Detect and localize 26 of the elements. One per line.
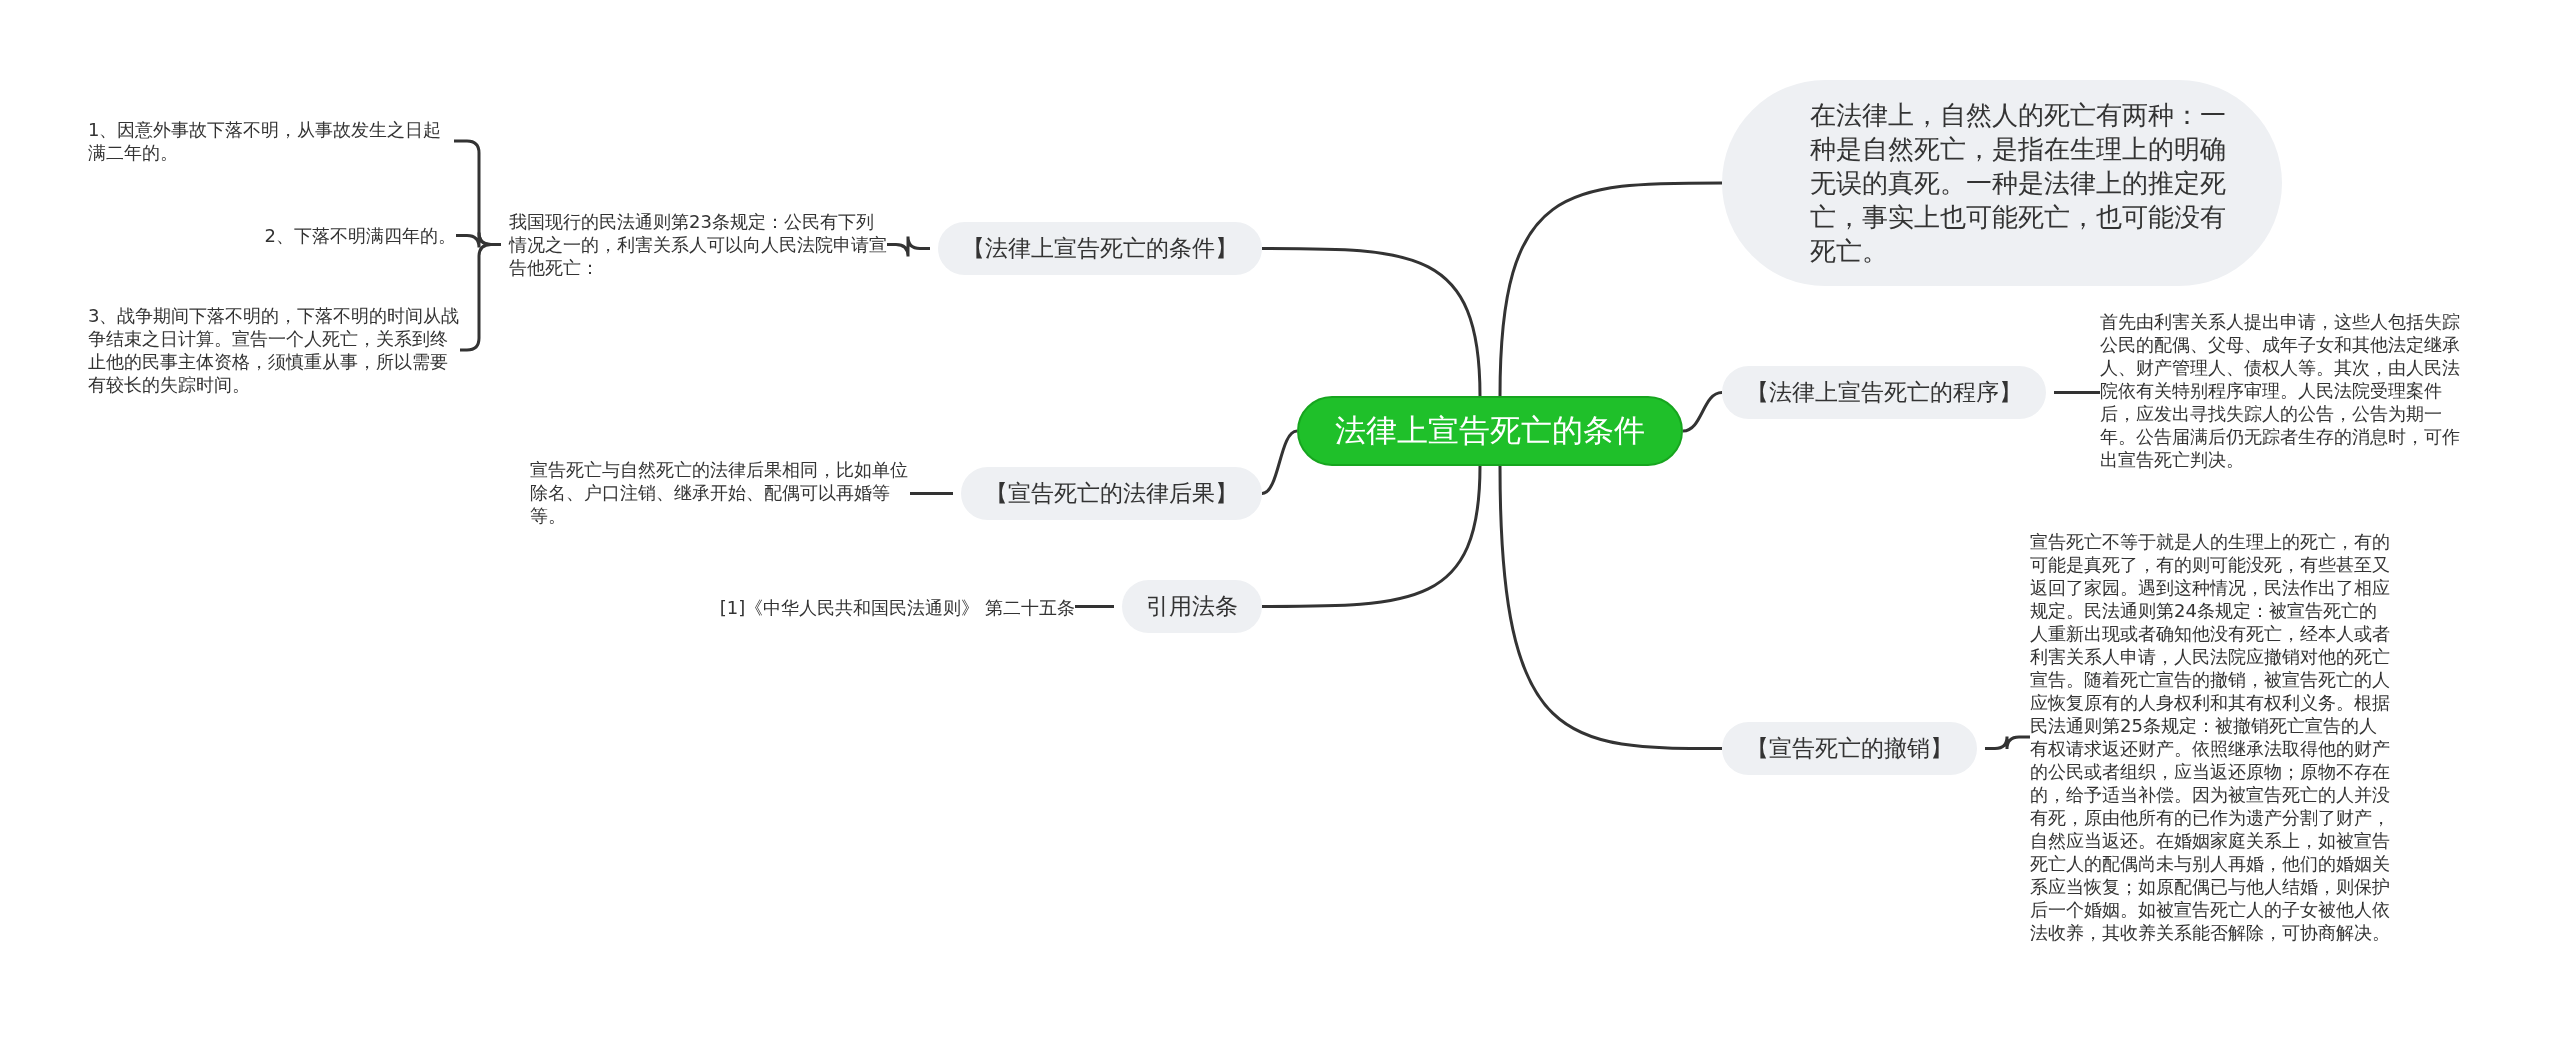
central-topic: 法律上宣告死亡的条件 (1297, 396, 1683, 466)
branch-pill: 【法律上宣告死亡的程序】 (1722, 366, 2046, 419)
branch-pill: 【法律上宣告死亡的条件】 (938, 222, 1262, 275)
note-text: [1]《中华人民共和国民法通则》 第二十五条 (719, 596, 1075, 619)
topic-bubble: 在法律上，自然人的死亡有两种：一种是自然死亡，是指在生理上的明确无误的真死。一种是法律上的推定死亡，事实上也可能死亡，也可能没有死亡。 (1722, 80, 2282, 286)
connector-line (1682, 391, 1723, 433)
connector-line (2054, 391, 2100, 394)
note-text: 首先由利害关系人提出申请，这些人包括失踪公民的配偶、父母、成年子女和其他法定继承人、财产管理人、债权人等。其次，由人民法院依有关特别程序审理。人民法院受理案件后，应发出寻找失踪人的公告，公告为期一年。公告届满后仍无踪者生存的消息时，可作出宣告死亡判决。 (2100, 310, 2472, 471)
connector-line (910, 492, 953, 495)
note-text: 宣告死亡不等于就是人的生理上的死亡，有的可能是真死了，有的则可能没死，有些甚至又返回了家园。遇到这种情况，民法作出了相应规定。民法通则第24条规定：被宣告死亡的人重新出现或者确知他没有死亡，经本人或者利害关系人申请，人民法院应撤销对他的死亡宣告。随着死亡宣告的撤销，被宣告死亡的人应恢复原有的人身权利和其有权利义务。根据民法通则第25条规定：被撤销死亡宣告的人有权请求返还财产。依照继承法取得他的财产的公民或者组织，应当返还原物；原物不存在的，给予适当补偿。因为被宣告死亡的人并没有死，原由他所有的已作为遗产分割了财产，自然应当返还。在婚姻家庭关系上，如被宣告死亡人的配偶尚未与别人再婚，他们的婚姻关系应当恢复；如原配偶已与他人结婚，则保护后一个婚姻。如被宣告死亡人的子女被他人依法收养，其收养关系能否解除，可协商解决。 (2030, 530, 2394, 944)
connector-line (1261, 429, 1298, 495)
note-text: 我国现行的民法通则第23条规定：公民有下列情况之一的，利害关系人可以向人民法院申请宣告他死亡： (509, 210, 887, 279)
branch-pill: 引用法条 (1122, 580, 1262, 633)
note-text: 3、战争期间下落不明的，下落不明的时间从战争结束之日计算。宣告一个人死亡，关系到终止他的民事主体资格，须慎重从事，所以需要有较长的失踪时间。 (88, 304, 460, 396)
connector-line (1498, 181, 1722, 397)
connector-line (1075, 605, 1114, 608)
note-text: 2、下落不明满四年的。 (264, 224, 456, 247)
connector-line (1262, 247, 1482, 397)
note-text: 1、因意外事故下落不明，从事故发生之日起满二年的。 (88, 118, 454, 164)
connector-line (887, 235, 930, 258)
connector-line (1262, 465, 1482, 608)
note-text: 宣告死亡与自然死亡的法律后果相同，比如单位除名、户口注销、继承开始、配偶可以再婚等等。 (530, 458, 910, 527)
branch-pill: 【宣告死亡的法律后果】 (961, 467, 1262, 520)
branch-pill: 【宣告死亡的撤销】 (1722, 722, 1977, 775)
connector-line (1498, 465, 1722, 750)
connector-line (1985, 735, 2030, 751)
